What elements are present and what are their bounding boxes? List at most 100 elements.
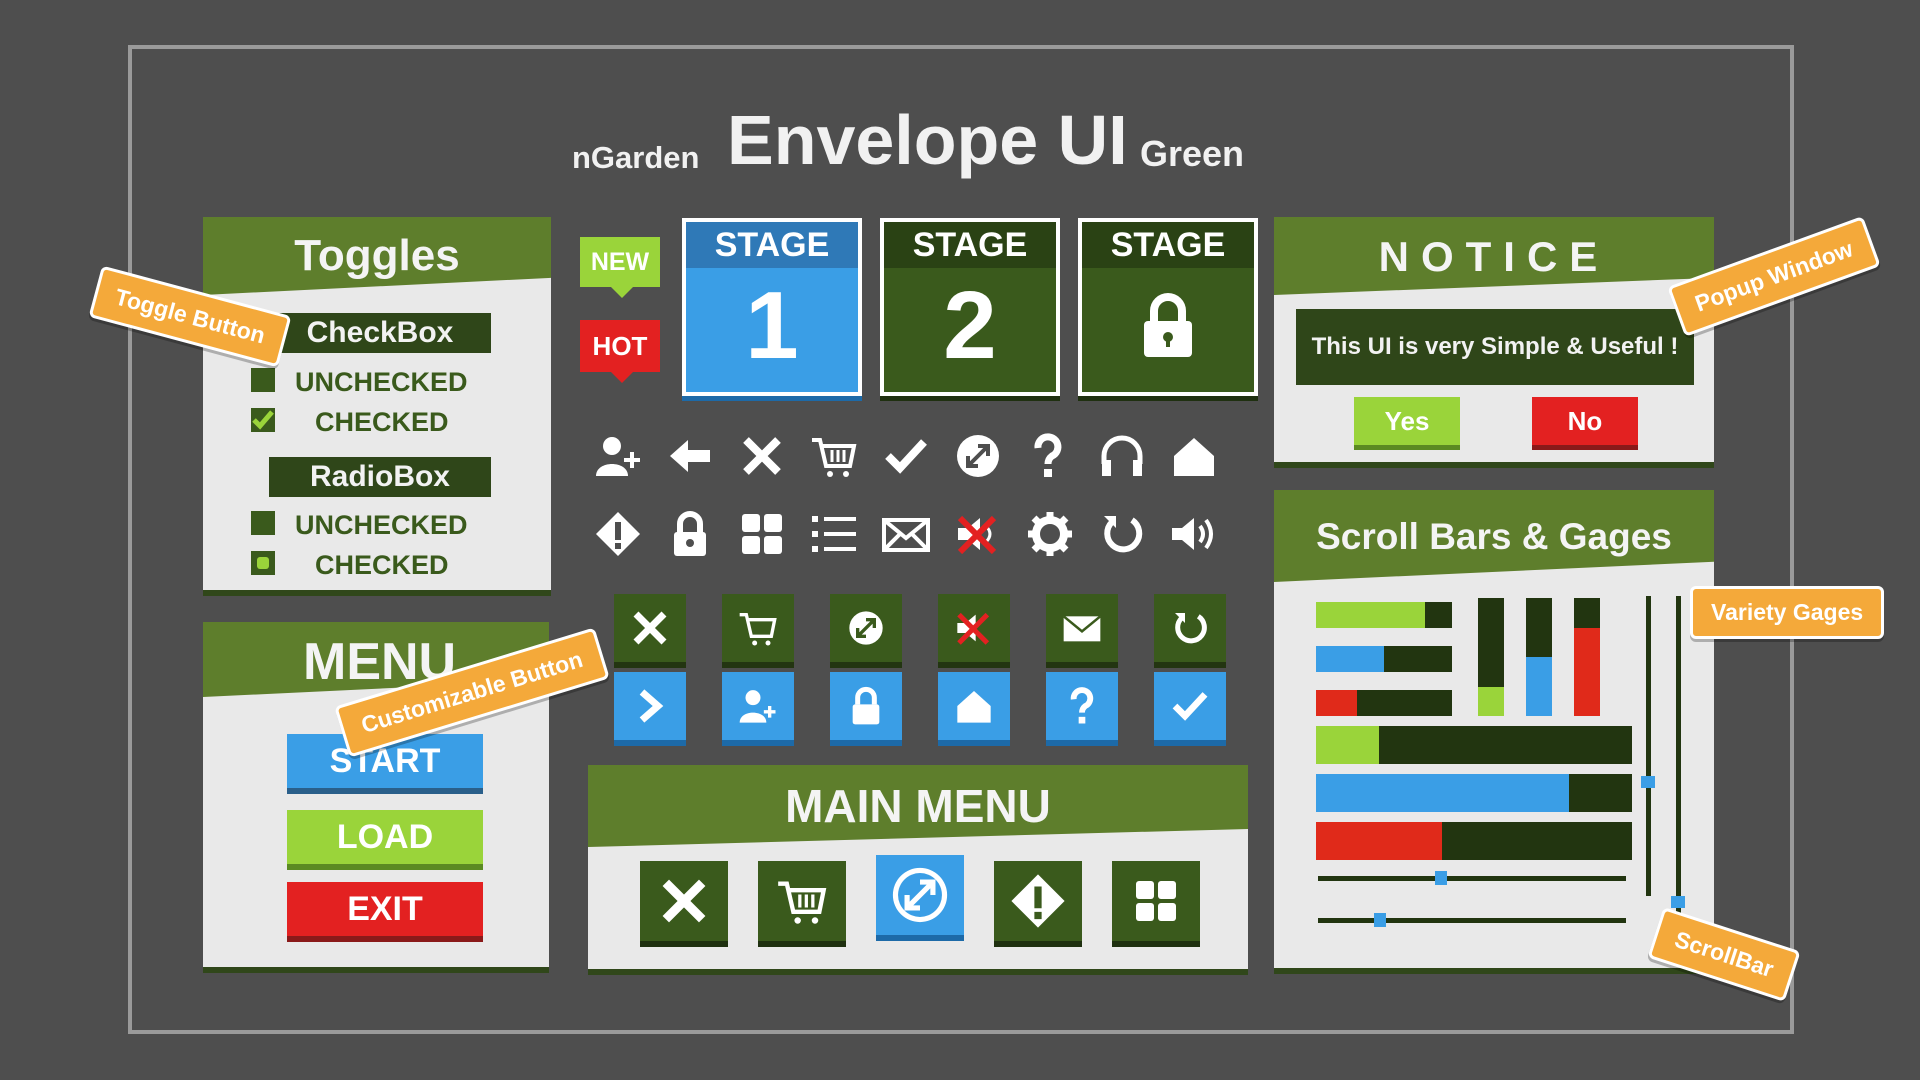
dark-refresh-button[interactable] [1154, 594, 1226, 662]
new-badge: NEW [580, 237, 660, 287]
stage-1-number: 1 [745, 272, 799, 379]
add-user-icon [739, 690, 776, 723]
blue-lock-button[interactable] [830, 672, 902, 740]
scrollbar-thumb[interactable] [1671, 896, 1685, 908]
notice-title: NOTICE [1378, 233, 1610, 280]
home-icon[interactable] [1168, 430, 1220, 482]
warning-icon[interactable] [592, 508, 644, 560]
toggles-panel: Toggles CheckBox UNCHECKED CHECKED Radio… [203, 217, 551, 590]
checkbox-unchecked[interactable] [251, 368, 275, 392]
blue-help-button[interactable] [1046, 672, 1118, 740]
checkbox-header: CheckBox [269, 313, 491, 353]
grid-icon[interactable] [736, 508, 788, 560]
list-icon[interactable] [808, 508, 860, 560]
checkbox-checked[interactable] [251, 408, 275, 432]
add-user-icon[interactable] [592, 430, 644, 482]
theme-label: Green [1140, 133, 1245, 174]
blue-home-button[interactable] [938, 672, 1010, 740]
main-menu-panel: MAIN MENU [588, 765, 1248, 969]
expand-icon[interactable] [952, 430, 1004, 482]
vertical-gage-blue [1526, 598, 1552, 716]
new-badge-tail [610, 286, 634, 298]
load-button[interactable]: LOAD [287, 810, 483, 864]
mail-icon[interactable] [880, 508, 932, 560]
radio-checked-label: CHECKED [315, 550, 449, 580]
large-gage-green [1316, 726, 1632, 764]
main-close-button[interactable] [640, 861, 728, 941]
cart-icon [739, 613, 777, 646]
mute-icon [957, 612, 990, 645]
volume-icon[interactable] [1168, 508, 1220, 560]
stage-1-label: STAGE [686, 222, 858, 268]
small-gage-green [1316, 602, 1452, 628]
hot-badge: HOT [580, 320, 660, 372]
vertical-scrollbar-2[interactable] [1671, 596, 1685, 956]
dark-mute-button[interactable] [938, 594, 1010, 662]
horizontal-slider-2[interactable] [1318, 913, 1626, 927]
radio-dot-icon [257, 557, 269, 569]
cart-icon [778, 881, 827, 924]
checkmark-icon[interactable] [880, 430, 932, 482]
small-gage-blue [1316, 646, 1452, 672]
close-icon [662, 879, 706, 923]
close-icon[interactable] [736, 430, 788, 482]
mute-icon[interactable] [952, 508, 1004, 560]
dark-cart-button[interactable] [722, 594, 794, 662]
no-button[interactable]: No [1532, 397, 1638, 445]
lock-icon [1082, 268, 1254, 384]
cart-icon[interactable] [808, 430, 860, 482]
main-menu-title: MAIN MENU [785, 780, 1051, 832]
refresh-icon [1175, 613, 1207, 644]
brand-label: nGarden [572, 140, 700, 175]
radio-checked[interactable] [251, 551, 275, 575]
main-expand-button[interactable] [876, 855, 964, 935]
stage-1-tile[interactable]: STAGE 1 [682, 218, 862, 396]
notice-panel: NOTICE This UI is very Simple & Useful !… [1274, 217, 1714, 462]
yes-button[interactable]: Yes [1354, 397, 1460, 445]
outer-frame [128, 45, 1794, 1034]
main-warning-button[interactable] [994, 861, 1082, 941]
help-icon[interactable] [1022, 430, 1074, 482]
menu-panel: MENU START LOAD EXIT [203, 622, 549, 967]
lock-icon[interactable] [664, 508, 716, 560]
small-gage-red [1316, 690, 1452, 716]
radiobox-header: RadioBox [269, 457, 491, 497]
mail-icon [1062, 615, 1102, 642]
hot-badge-tail [610, 371, 634, 383]
horizontal-slider-1[interactable] [1318, 871, 1626, 885]
scrollbar-thumb[interactable] [1641, 776, 1655, 788]
slider-knob[interactable] [1373, 913, 1386, 927]
stage-3-label: STAGE [1082, 222, 1254, 268]
lock-icon [852, 686, 880, 725]
stage-2-label: STAGE [884, 222, 1056, 268]
slider-knob[interactable] [1435, 871, 1448, 885]
blue-check-button[interactable] [1154, 672, 1226, 740]
stage-3-tile[interactable]: STAGE [1078, 218, 1258, 396]
dark-mail-button[interactable] [1046, 594, 1118, 662]
main-grid-button[interactable] [1112, 861, 1200, 941]
headphones-icon[interactable] [1096, 430, 1148, 482]
arrow-left-icon[interactable] [664, 430, 716, 482]
chevron-right-icon [639, 689, 664, 723]
page-title: Envelope UI [727, 101, 1128, 179]
blue-next-button[interactable] [614, 672, 686, 740]
radio-unchecked-label: UNCHECKED [295, 510, 468, 540]
vertical-gage-green [1478, 598, 1504, 716]
radio-unchecked[interactable] [251, 511, 275, 535]
close-icon [633, 611, 667, 645]
expand-icon [892, 867, 948, 923]
dark-close-button[interactable] [614, 594, 686, 662]
dark-expand-button[interactable] [830, 594, 902, 662]
main-cart-button[interactable] [758, 861, 846, 941]
checkbox-checked-label: CHECKED [315, 407, 449, 437]
vertical-scrollbar-1[interactable] [1641, 596, 1655, 896]
blue-add-user-button[interactable] [722, 672, 794, 740]
exit-button[interactable]: EXIT [287, 882, 483, 936]
help-icon [1070, 687, 1094, 724]
stage-2-number: 2 [943, 272, 997, 379]
gear-icon[interactable] [1024, 508, 1076, 560]
grid-icon [1136, 881, 1176, 921]
refresh-icon[interactable] [1096, 508, 1148, 560]
stage-2-tile[interactable]: STAGE 2 [880, 218, 1060, 396]
large-gage-blue [1316, 774, 1632, 812]
